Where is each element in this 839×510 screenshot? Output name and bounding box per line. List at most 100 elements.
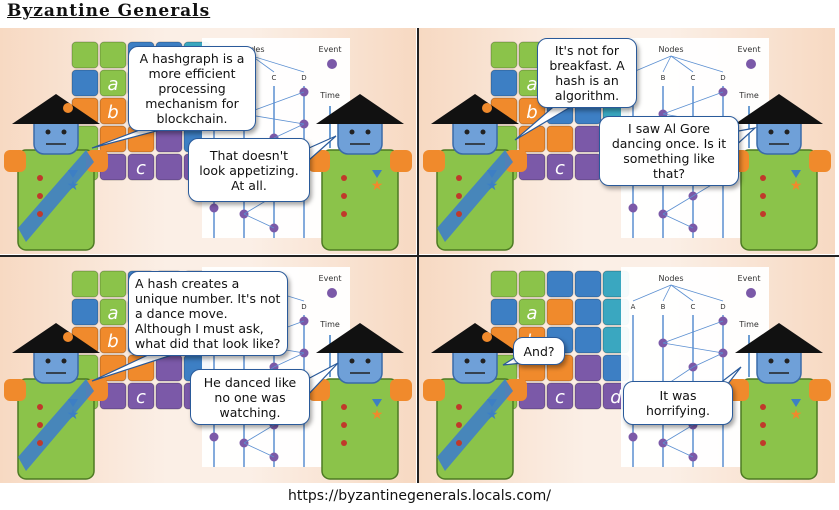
- block-letter: b: [526, 102, 537, 123]
- uniform-button: [456, 422, 462, 428]
- diagram-time-label: Time: [319, 320, 340, 329]
- speech-bubble-right: I saw Al Gore dancing once. Is it someth…: [599, 116, 739, 186]
- general-right: ★: [727, 323, 831, 480]
- general-hat: [431, 94, 519, 124]
- uniform-button: [760, 440, 766, 446]
- medal-ribbon: [791, 170, 801, 178]
- node-label-d: D: [301, 74, 306, 82]
- block: [99, 41, 127, 69]
- panel-1: abcdNodesEventTimeABCD★★A hashgraph is a…: [0, 28, 416, 254]
- general-shoulder: [423, 150, 445, 172]
- event-dot: [628, 432, 638, 442]
- medal-star-icon: ★: [790, 407, 803, 423]
- node-label-c: C: [691, 303, 696, 311]
- general-hat: [316, 323, 404, 353]
- block-letter: b: [107, 331, 118, 352]
- speech-bubble-right-text: That doesn't look appetizing. At all.: [199, 147, 299, 193]
- block: [71, 270, 99, 298]
- block: [574, 326, 602, 354]
- block: [574, 354, 602, 382]
- comic-grid: abcdNodesEventTimeABCD★★A hashgraph is a…: [0, 28, 839, 483]
- general-hat: [12, 323, 100, 353]
- block: [546, 270, 574, 298]
- speech-bubble-left: A hashgraph is a more efficient processi…: [128, 46, 256, 131]
- diagram-time-label: Time: [319, 91, 340, 100]
- block-letter: a: [526, 74, 537, 95]
- node-branch: [670, 284, 694, 302]
- block: [546, 298, 574, 326]
- block: [99, 270, 127, 298]
- general-left: ★: [4, 323, 108, 480]
- node-label-d: D: [720, 74, 725, 82]
- block: [99, 326, 127, 354]
- general-eye: [45, 358, 51, 364]
- general-eye: [480, 129, 486, 135]
- event-dot: [209, 432, 219, 442]
- event-edge: [662, 213, 694, 229]
- general-shoulder: [86, 379, 108, 401]
- general-hat: [12, 94, 100, 124]
- general-body: [321, 149, 399, 251]
- event-edge: [243, 442, 275, 458]
- general-eye: [349, 358, 355, 364]
- block: [155, 382, 183, 410]
- node-label-d: D: [720, 303, 725, 311]
- event-edge: [662, 342, 724, 354]
- medal-star-icon: ★: [371, 178, 384, 194]
- node-label-c: C: [691, 74, 696, 82]
- uniform-button: [341, 440, 347, 446]
- panel-divider-horizontal: [0, 255, 839, 257]
- block: [490, 298, 518, 326]
- node-label-b: B: [661, 303, 666, 311]
- diagram-nodes-label: Nodes: [658, 45, 683, 54]
- general-eye: [784, 358, 790, 364]
- block: [518, 270, 546, 298]
- uniform-button: [341, 404, 347, 410]
- medal-ribbon: [68, 170, 78, 178]
- hat-pom: [63, 103, 73, 113]
- medal-star-icon: ★: [790, 178, 803, 194]
- uniform-button: [37, 404, 43, 410]
- general-right: ★: [727, 94, 831, 251]
- event-edge: [243, 213, 275, 229]
- uniform-button: [456, 175, 462, 181]
- block-letter: a: [107, 74, 118, 95]
- general-body: [740, 149, 818, 251]
- event-edge: [273, 352, 305, 368]
- uniform-button: [37, 422, 43, 428]
- event-legend-dot: [746, 59, 756, 69]
- event-edge: [662, 195, 694, 215]
- general-eye: [365, 129, 371, 135]
- speech-bubble-right: That doesn't look appetizing. At all.: [188, 138, 310, 202]
- panel-3: abcdNodesEventTimeABCD★★A hash creates a…: [0, 257, 416, 483]
- block: [518, 298, 546, 326]
- block: [546, 125, 574, 153]
- block: [574, 153, 602, 181]
- block-letter: c: [136, 158, 146, 179]
- diagram-nodes-label: Nodes: [658, 274, 683, 283]
- general-hat: [735, 94, 823, 124]
- speech-bubble-right: It was horrifying.: [623, 381, 733, 425]
- block: [71, 41, 99, 69]
- general-hat: [735, 323, 823, 353]
- diagram-time-label: Time: [738, 91, 759, 100]
- panel-4-art: abcdNodesEventTimeABCD★★: [423, 267, 831, 480]
- uniform-button: [341, 422, 347, 428]
- panel-3-art: abcdNodesEventTimeABCD★★: [4, 267, 412, 480]
- block: [574, 298, 602, 326]
- general-shoulder: [86, 150, 108, 172]
- medal-ribbon: [791, 399, 801, 407]
- medal-star-icon: ★: [371, 407, 384, 423]
- general-shoulder: [390, 379, 412, 401]
- diagram-event-label: Event: [319, 45, 342, 54]
- diagram-event-label: Event: [738, 274, 761, 283]
- node-branch: [670, 55, 694, 73]
- block: [574, 125, 602, 153]
- event-edge: [662, 442, 694, 458]
- general-eye: [480, 358, 486, 364]
- block: [99, 97, 127, 125]
- event-legend-dot: [327, 59, 337, 69]
- diagram-event-label: Event: [738, 45, 761, 54]
- event-dot: [209, 203, 219, 213]
- block: [490, 41, 518, 69]
